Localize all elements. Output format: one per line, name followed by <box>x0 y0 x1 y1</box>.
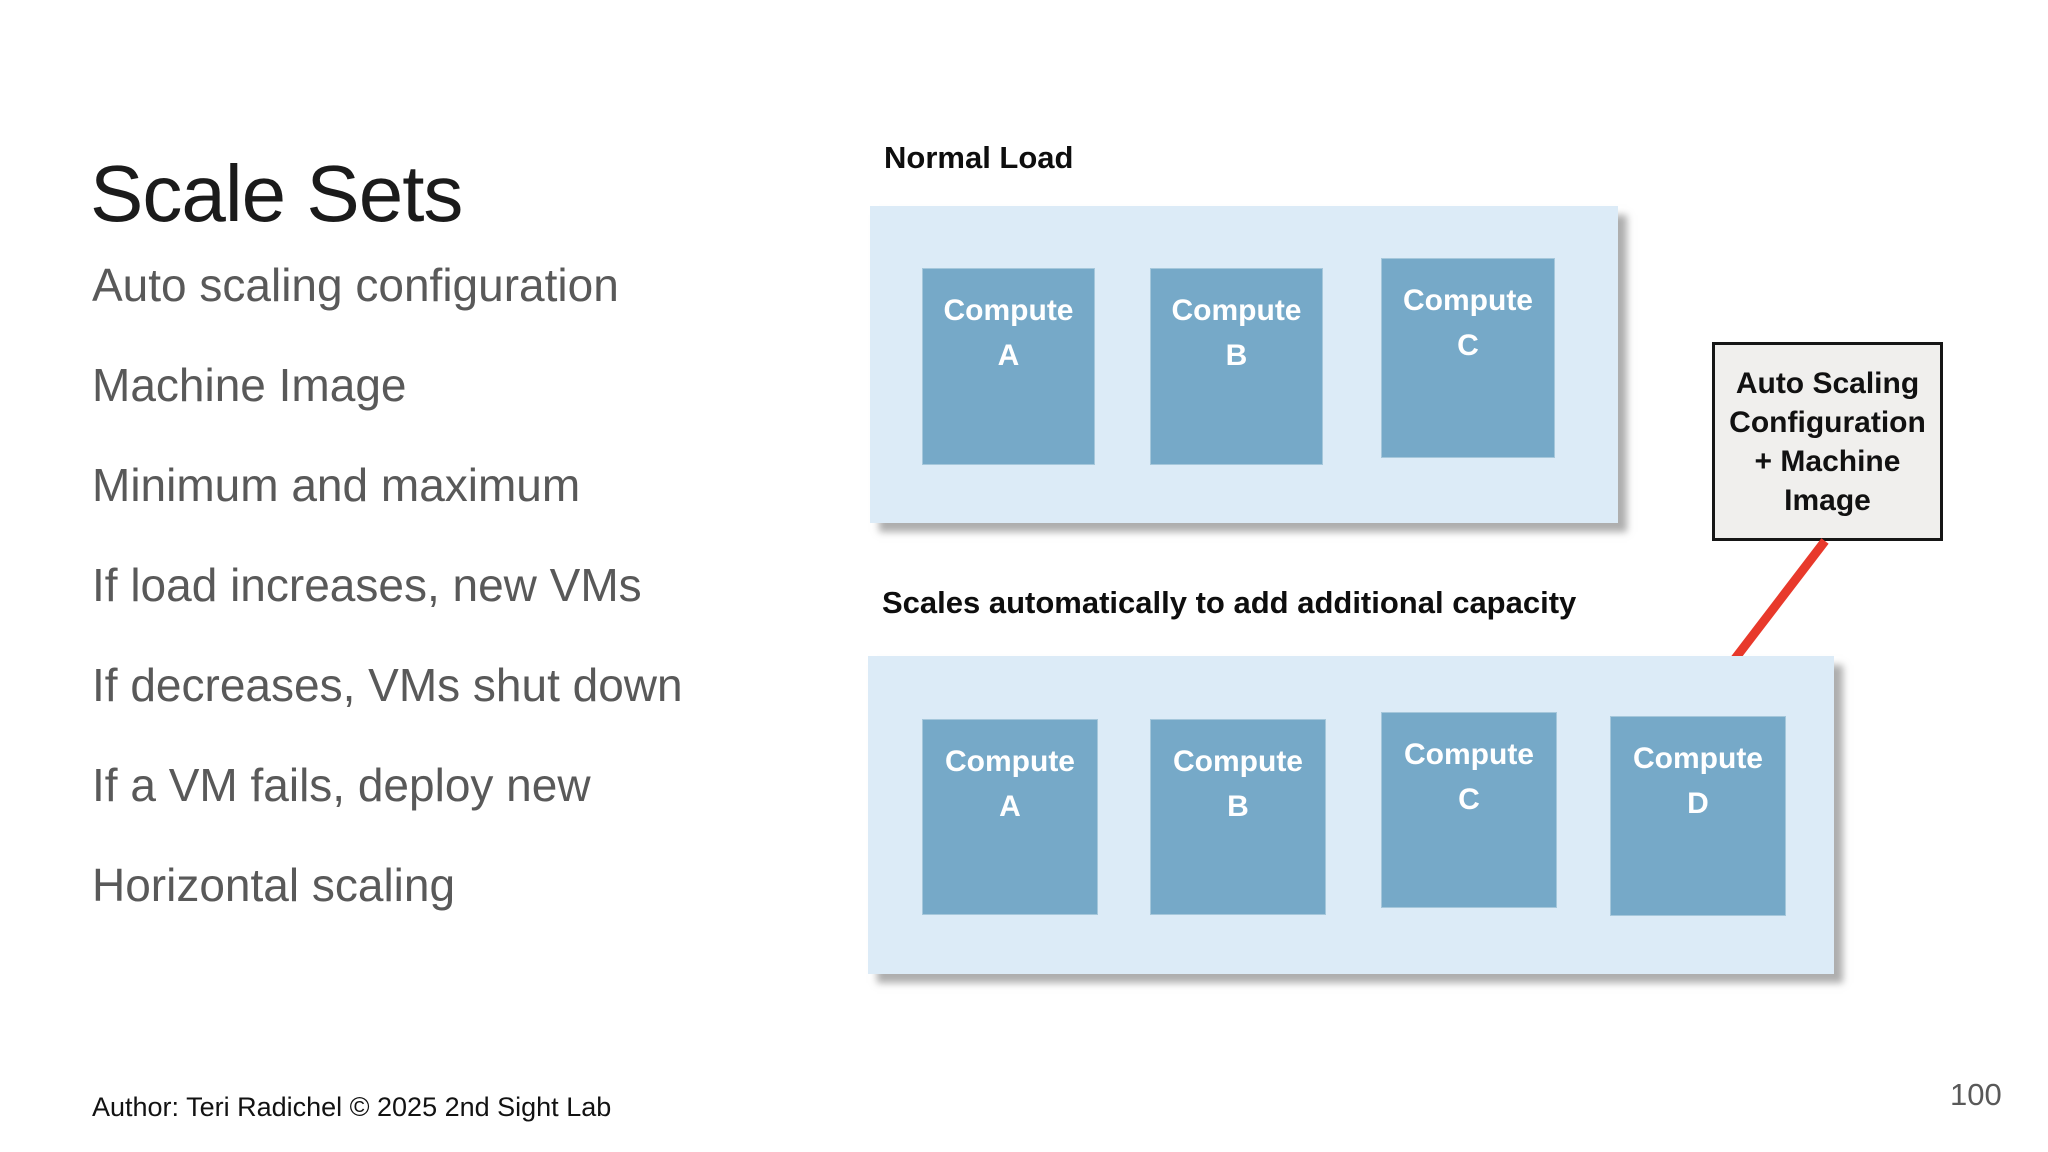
compute-box-a: Compute A <box>922 719 1098 915</box>
bullet-item: If a VM fails, deploy new <box>92 759 591 811</box>
compute-box-label: Compute <box>1171 294 1302 327</box>
normal-load-container: Compute A Compute B Compute C <box>870 206 1618 523</box>
normal-load-label: Normal Load <box>884 140 1074 175</box>
bullet-item: Auto scaling configuration <box>92 259 619 311</box>
bullet-list: Auto scaling configuration Machine Image… <box>92 258 683 912</box>
bullet-item: If decreases, VMs shut down <box>92 659 683 711</box>
compute-box-label: Compute <box>1633 742 1763 775</box>
bullet-item: If load increases, new VMs <box>92 559 642 611</box>
scaled-capacity-container: Compute A Compute B Compute C Compute D <box>868 656 1834 974</box>
compute-box-id: A <box>999 790 1021 823</box>
footer-author: Author: Teri Radichel © 2025 2nd Sight L… <box>92 1092 612 1122</box>
callout-line: Auto Scaling <box>1735 366 1920 400</box>
compute-box-label: Compute <box>945 745 1075 778</box>
compute-box-label: Compute <box>1404 738 1534 771</box>
compute-box-id: A <box>997 339 1020 372</box>
compute-box-id: B <box>1225 339 1248 372</box>
bullet-item: Machine Image <box>92 359 407 411</box>
compute-box-id: C <box>1458 783 1480 816</box>
compute-box-c: Compute C <box>1381 712 1557 908</box>
callout-line: Configuration <box>1729 405 1926 439</box>
callout-box: Auto Scaling Configuration + Machine Ima… <box>1712 342 1943 541</box>
compute-box-d: Compute D <box>1610 716 1786 916</box>
compute-box-id: B <box>1227 790 1249 823</box>
scaled-capacity-label: Scales automatically to add additional c… <box>882 585 1577 620</box>
callout-line: Image <box>1784 483 1871 517</box>
compute-box-label: Compute <box>943 294 1074 327</box>
bullet-item: Horizontal scaling <box>92 859 456 911</box>
compute-box-b: Compute B <box>1150 719 1326 915</box>
compute-box-label: Compute <box>1403 284 1533 317</box>
compute-box-id: D <box>1687 787 1709 820</box>
page-title: Scale Sets <box>90 148 463 238</box>
compute-box-c: Compute C <box>1381 258 1555 458</box>
bullet-item: Minimum and maximum <box>92 459 581 511</box>
page-number: 100 <box>1950 1077 2002 1112</box>
compute-box-b: Compute B <box>1150 268 1323 465</box>
compute-box-id: C <box>1457 329 1479 362</box>
callout-line: + Machine <box>1754 444 1901 478</box>
compute-box-label: Compute <box>1173 745 1303 778</box>
compute-box-a: Compute A <box>922 268 1095 465</box>
